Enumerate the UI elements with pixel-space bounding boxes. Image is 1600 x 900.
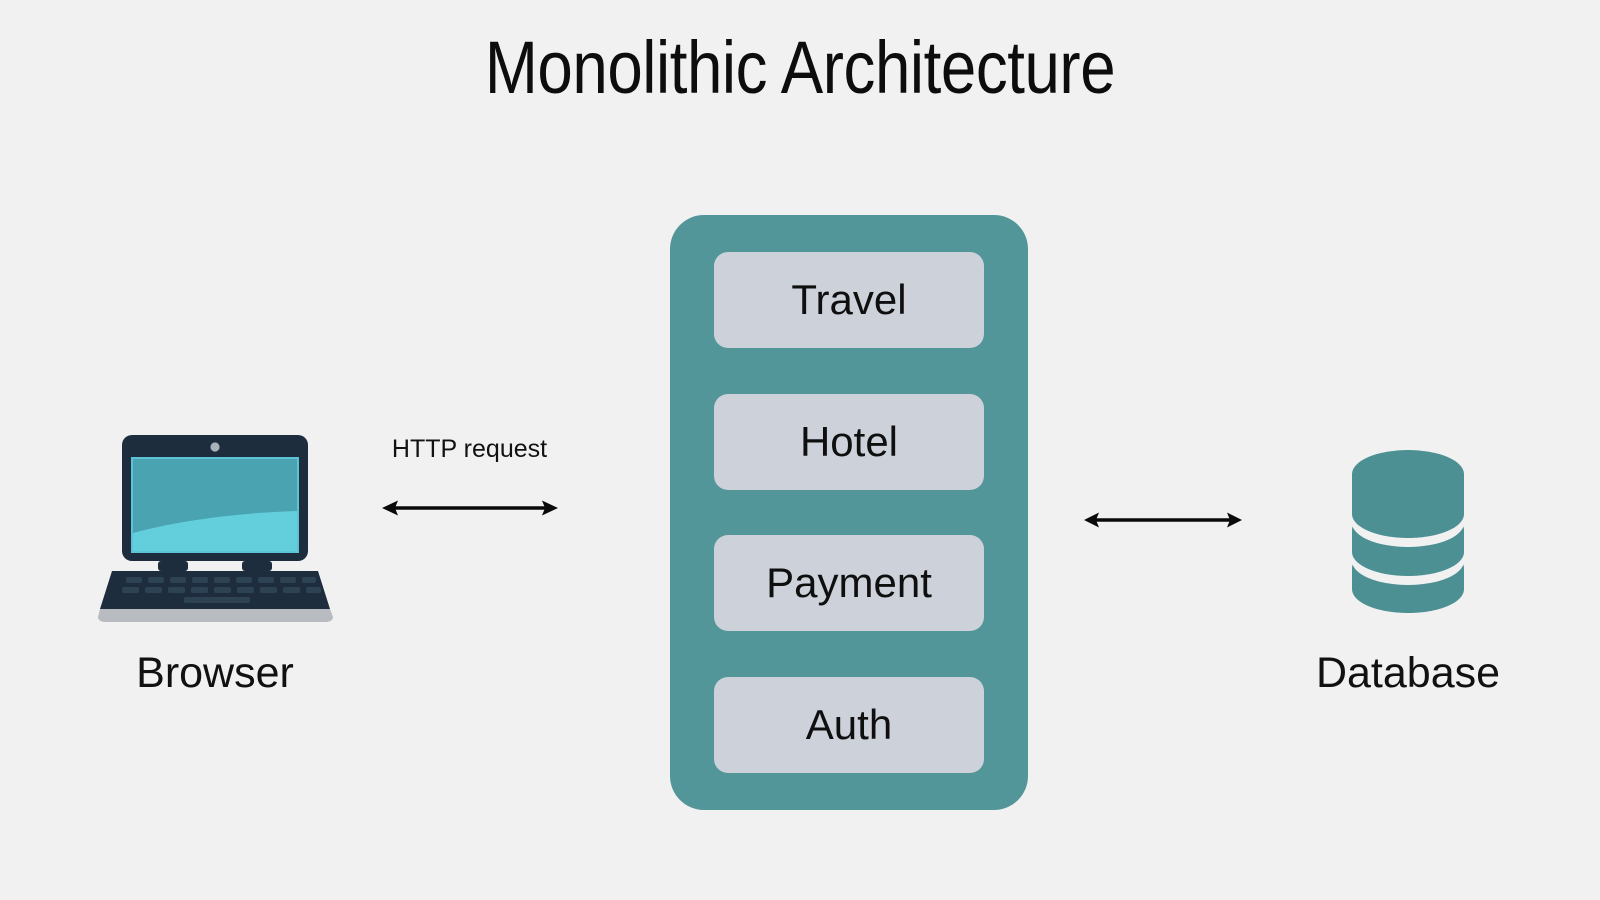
connection-monolith-to-database: [1082, 506, 1244, 544]
bidirectional-arrow-icon: [382, 500, 558, 516]
module-box-auth[interactable]: Auth: [714, 676, 984, 773]
module-label: Auth: [805, 700, 893, 748]
browser-label: Browser: [136, 649, 294, 697]
database-cylinder-icon: [1352, 450, 1464, 613]
browser-node: [96, 425, 336, 625]
connection-browser-to-monolith: HTTP request: [362, 432, 577, 542]
module-label: Payment: [766, 559, 932, 607]
database-node: [1348, 448, 1468, 614]
page-title: Monolithic Architecture: [484, 26, 1116, 109]
module-box-payment[interactable]: Payment: [714, 535, 984, 632]
module-label: Travel: [791, 276, 907, 323]
monolith-container: Travel Hotel Payment Auth: [670, 215, 1028, 810]
bidirectional-arrow-icon: [1084, 512, 1242, 528]
module-box-travel[interactable]: Travel: [714, 252, 984, 348]
laptop-icon: [98, 435, 333, 622]
http-request-label: HTTP request: [391, 435, 548, 463]
database-label: Database: [1315, 649, 1501, 697]
module-box-hotel[interactable]: Hotel: [714, 393, 984, 490]
module-label: Hotel: [799, 417, 899, 465]
